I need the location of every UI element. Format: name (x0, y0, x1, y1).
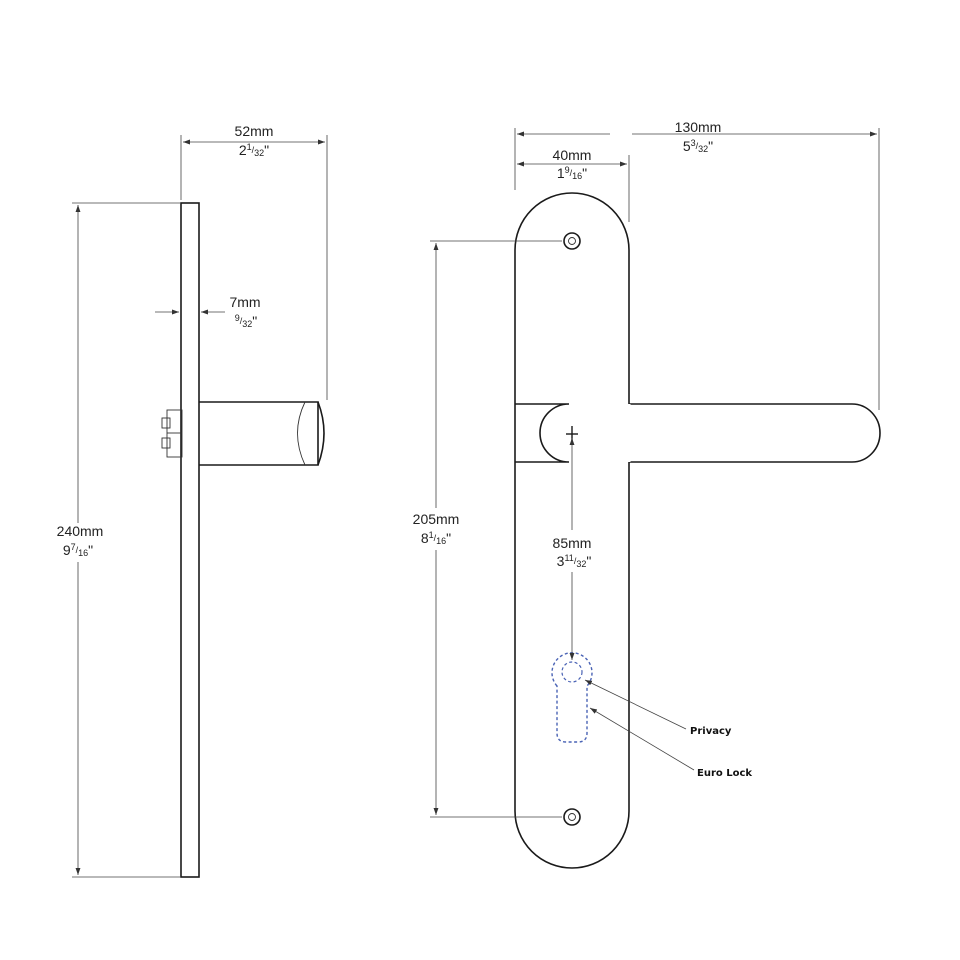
side-lever (199, 401, 325, 466)
plate-width-metric: 40mm (553, 147, 592, 163)
screw-centres-imperial: 81/16" (421, 530, 451, 546)
side-view: 52mm 21/32" 7mm 9/32" 240mm 97/16" (57, 123, 328, 878)
front-backplate (514, 192, 630, 869)
front-lever (515, 403, 881, 463)
dim-plate-thickness: 7mm 9/32" (155, 294, 261, 329)
thickness-metric: 7mm (229, 294, 260, 310)
dim-plate-width: 40mm 19/16" (517, 147, 630, 222)
front-view: 130mm 53/32" 40mm 19/16" 205mm 81/16" 85… (413, 119, 881, 869)
height-imperial: 97/16" (63, 542, 93, 558)
euro-lock-cutout (551, 652, 593, 743)
side-backplate (180, 202, 200, 878)
side-spindle (161, 409, 183, 458)
privacy-label: Privacy (690, 726, 732, 737)
callout-privacy: Privacy (584, 679, 732, 737)
plate-width-imperial: 19/16" (557, 165, 587, 181)
screw-centres-metric: 205mm (413, 511, 460, 527)
dim-backset: 85mm 311/32" (553, 438, 592, 660)
euro-lock-label: Euro Lock (697, 768, 752, 779)
height-metric: 240mm (57, 523, 104, 539)
backset-metric: 85mm (553, 535, 592, 551)
dim-overall-width: 130mm 53/32" (514, 119, 880, 410)
dim-depth: 52mm 21/32" (180, 123, 328, 400)
screw-hole-top (563, 232, 581, 250)
overall-width-imperial: 53/32" (683, 138, 713, 154)
overall-width-metric: 130mm (675, 119, 722, 135)
thickness-imperial: 9/32" (235, 313, 258, 329)
depth-metric: 52mm (235, 123, 274, 139)
depth-imperial: 21/32" (239, 142, 269, 158)
callout-euro-lock: Euro Lock (589, 707, 752, 779)
screw-hole-bottom (563, 808, 581, 826)
dim-height: 240mm 97/16" (57, 202, 180, 878)
dim-screw-centres: 205mm 81/16" (413, 240, 562, 818)
backset-imperial: 311/32" (557, 553, 592, 569)
